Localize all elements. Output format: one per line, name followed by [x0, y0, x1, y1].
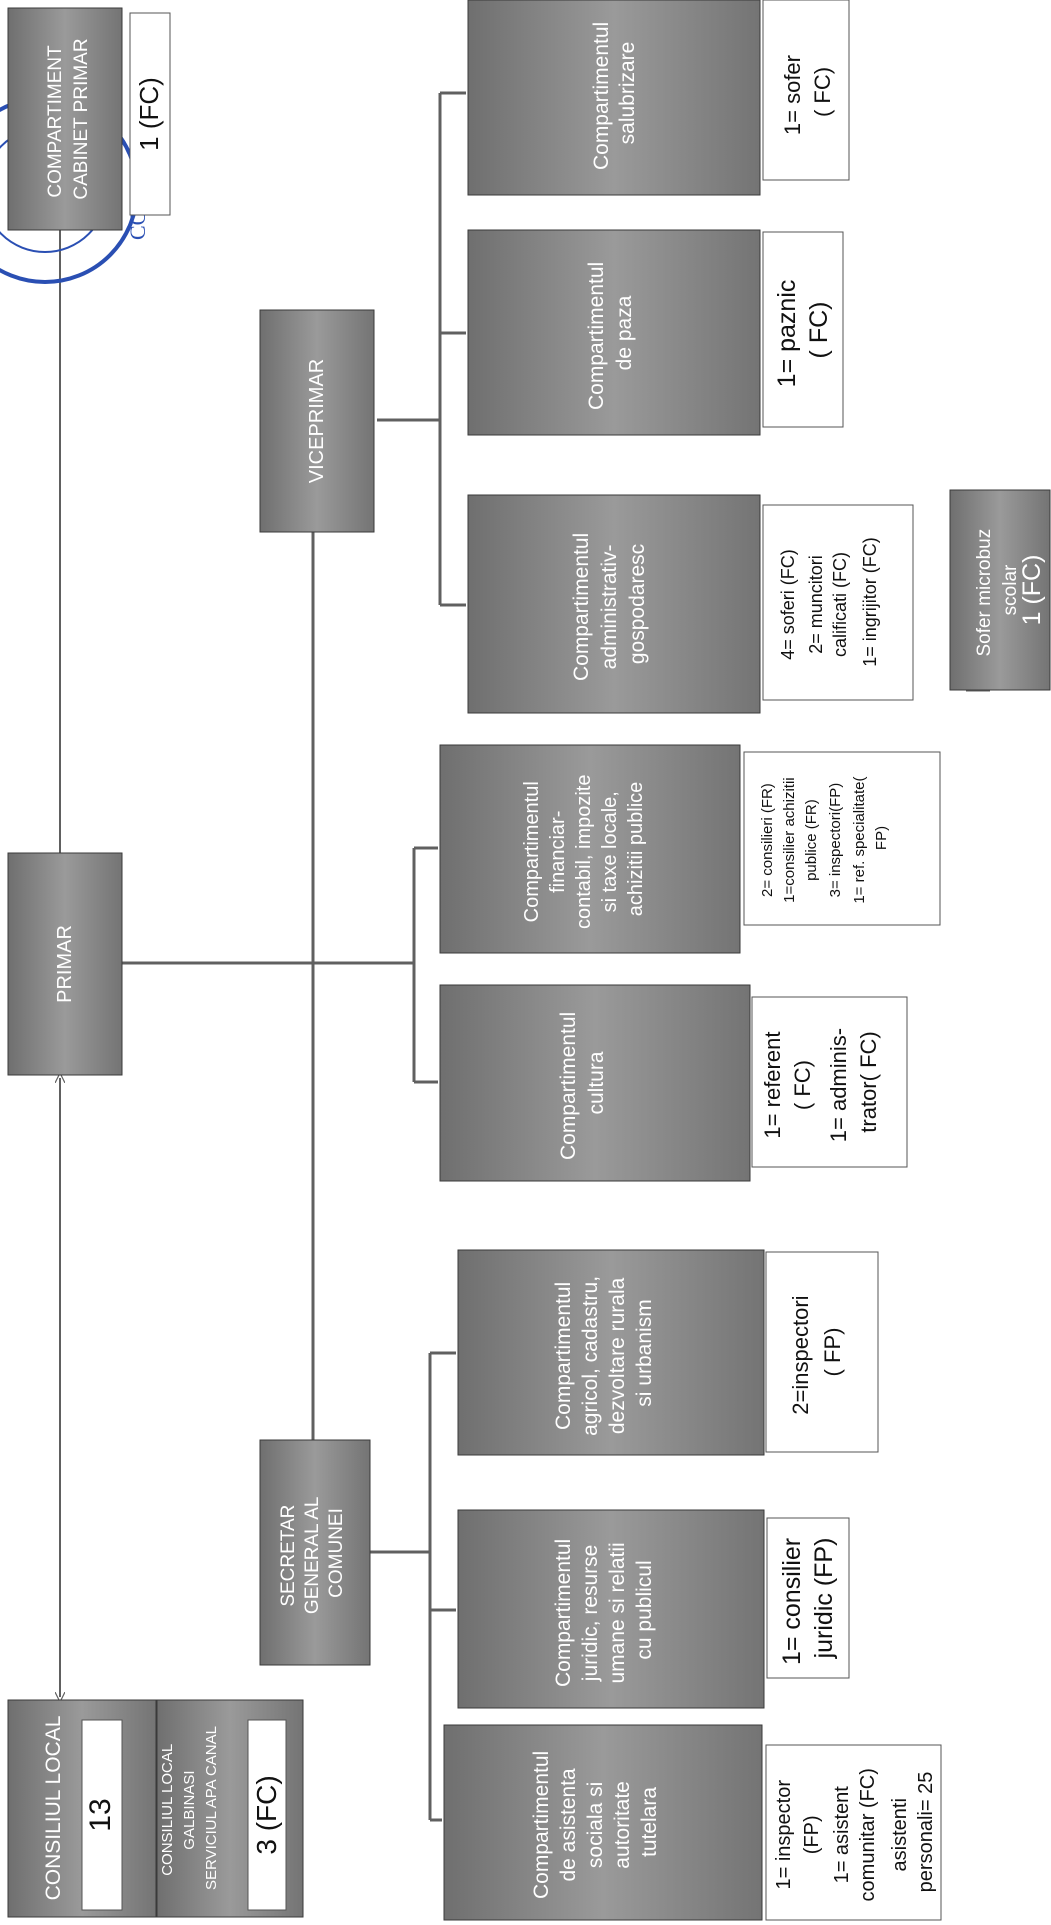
label-viceprimar: VICEPRIMAR — [306, 359, 328, 483]
staff-box-cabinet-primar — [129, 12, 171, 216]
staff-financiar: 2= consilieri (FR) 1=consilier achizitii… — [759, 772, 890, 903]
staff-box-administrativ — [762, 504, 914, 701]
staff-consiliul-galbinasi: 3 (FC) — [251, 1775, 282, 1854]
staff-box-consiliul-local — [81, 1719, 123, 1911]
label-comp-juridic: Compartimentul juridic, resurse umane si… — [552, 1533, 656, 1687]
box-sofer-microbuz — [949, 489, 1051, 691]
label-consiliul-galbinasi: CONSILIUL LOCAL GALBINASI SERVICIUL APA … — [159, 1726, 220, 1890]
box-comp-agricol — [457, 1249, 765, 1456]
staff-paza: 1= paznic ( FC) — [773, 273, 833, 388]
staff-box-consiliul-galbinasi — [247, 1719, 287, 1911]
label-comp-cultura: Compartimentul cultura — [557, 1006, 608, 1160]
label-primar: PRIMAR — [54, 925, 76, 1003]
staff-consiliul-local: 13 — [84, 1798, 117, 1831]
box-secretar-general — [259, 1439, 371, 1666]
box-primar — [7, 852, 123, 1076]
staff-agricol: 2=inspectori ( FP) — [788, 1289, 845, 1414]
staff-box-paza — [762, 231, 844, 428]
label-comp-financiar: Compartimentul financiar- contabil, impo… — [521, 769, 647, 929]
box-comp-asistenta — [443, 1724, 763, 1921]
connector-lines — [60, 91, 990, 1822]
staff-cabinet-primar: 1 (FC) — [134, 77, 164, 151]
staff-box-juridic — [766, 1517, 850, 1679]
staff-salubrizare: 1= sofer ( FC) — [780, 49, 835, 135]
label-consiliul-local: CONSILIUL LOCAL — [42, 1716, 65, 1901]
label-comp-salubrizare: Compartimentul salubrizare — [590, 16, 639, 170]
box-comp-financiar — [439, 744, 741, 954]
staff-box-salubrizare — [762, 0, 850, 181]
staff-box-cultura — [751, 996, 908, 1168]
label-comp-asistenta: Compartimentul de asistenta sociala si a… — [530, 1745, 661, 1899]
label-sofer-microbuz: Sofer microbuz scolar — [974, 523, 1021, 656]
box-cabinet-primar — [7, 7, 123, 231]
staff-box-financiar — [743, 751, 941, 926]
box-comp-administrativ — [467, 494, 761, 714]
box-viceprimar — [259, 309, 375, 533]
label-comp-administrativ: Compartimentul administrativ- gospodares… — [570, 527, 649, 681]
staff-box-asistenta — [765, 1744, 942, 1921]
staff-cultura: 1= referent ( FC) 1= adminis- trator( FC… — [760, 1022, 881, 1142]
staff-asistenta: 1= inspector (FP) 1= asistent comunitar … — [773, 1763, 937, 1902]
label-secretar-general: SECRETAR GENERAL AL COMUNEI — [278, 1492, 347, 1614]
box-comp-paza — [467, 229, 761, 436]
staff-juridic: 1= consilier juridic (FP) — [778, 1531, 838, 1665]
box-comp-juridic — [457, 1509, 765, 1709]
org-boxes — [7, 0, 1051, 1921]
staff-sofer-microbuz: 1 (FC) — [1018, 555, 1046, 626]
staff-administrativ: 4= soferi (FC) 2= muncitori calificati (… — [778, 537, 880, 667]
label-comp-paza: Compartimentul de paza — [585, 256, 636, 410]
box-comp-salubrizare — [467, 0, 761, 196]
label-comp-agricol: Compartimentul agricol, cadastru, dezvol… — [552, 1270, 656, 1436]
staff-box-agricol — [765, 1251, 879, 1453]
box-comp-cultura — [439, 984, 751, 1182]
label-cabinet-primar: COMPARTIMENT CABINET PRIMAR — [45, 38, 92, 199]
